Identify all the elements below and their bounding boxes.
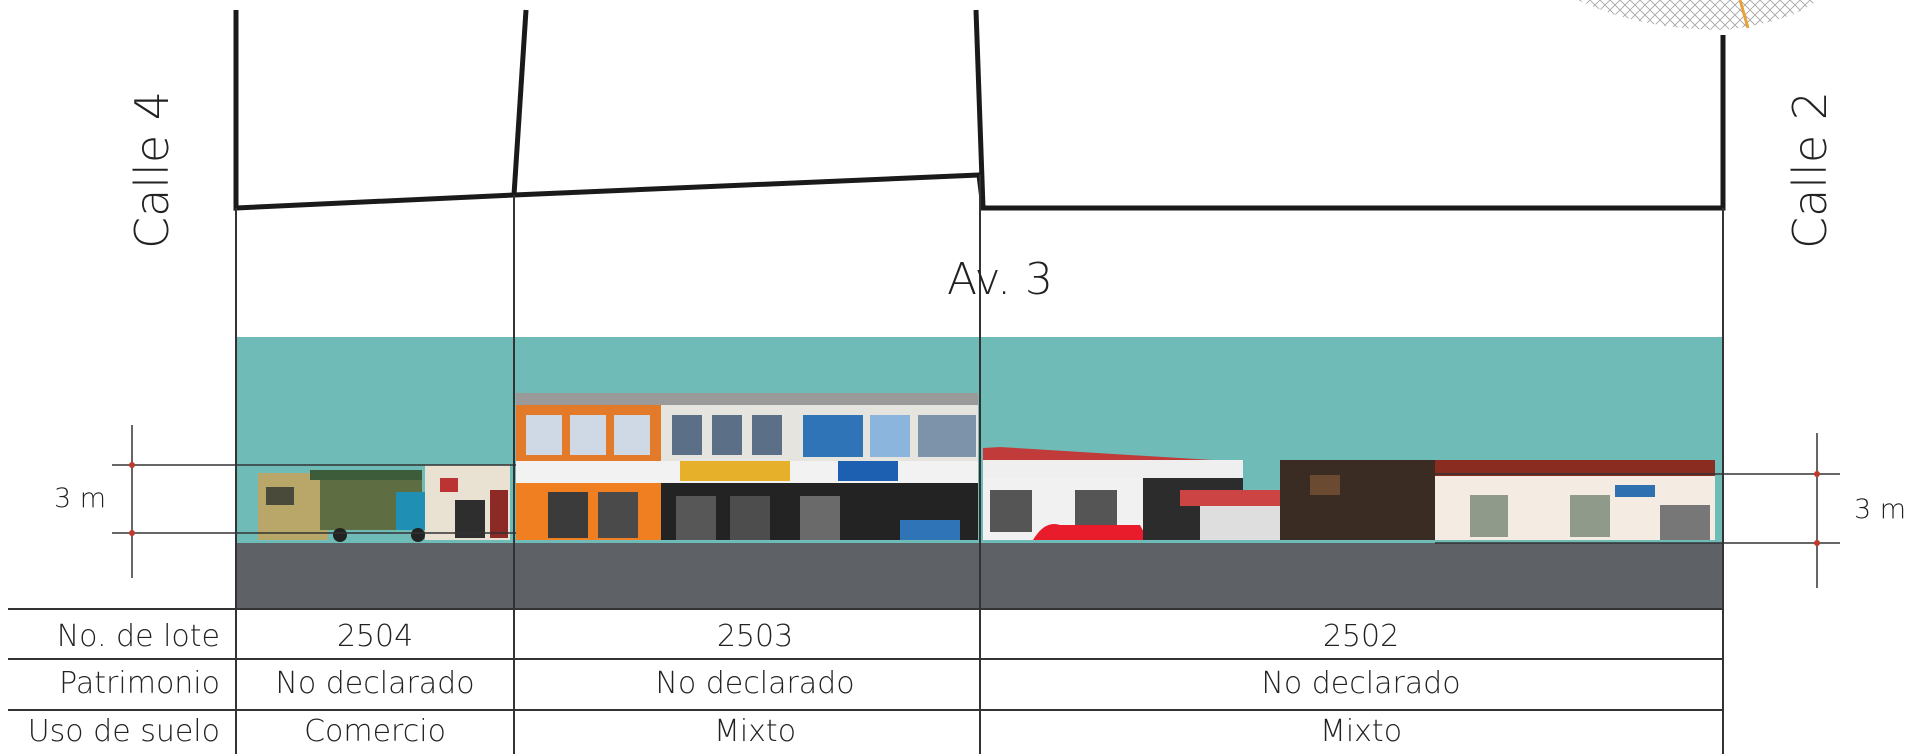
cell-uso-2502: Mixto bbox=[1320, 714, 1402, 749]
scale-label-left: 3 m bbox=[54, 483, 106, 514]
scale-marker-left bbox=[112, 425, 516, 578]
cell-patrimonio-2504: No declarado bbox=[275, 666, 474, 701]
street-label-right: Calle 2 bbox=[1783, 91, 1837, 249]
cell-uso-2504: Comercio bbox=[304, 714, 446, 749]
location-map-fragment bbox=[1578, 0, 1818, 30]
row-label-uso: Uso de suelo bbox=[28, 714, 220, 749]
cell-lote-2503: 2503 bbox=[717, 619, 793, 654]
facade-lot-2504 bbox=[258, 465, 510, 542]
row-label-patrimonio: Patrimonio bbox=[59, 666, 220, 701]
cell-patrimonio-2502: No declarado bbox=[1261, 666, 1460, 701]
table-grid bbox=[8, 608, 1723, 711]
lot-dividers bbox=[235, 175, 1724, 754]
facade-lot-2503 bbox=[516, 393, 978, 540]
cell-lote-2504: 2504 bbox=[337, 619, 413, 654]
scale-marker-right bbox=[1435, 433, 1840, 588]
avenue-label: Av. 3 bbox=[947, 254, 1053, 305]
cell-lote-2502: 2502 bbox=[1323, 619, 1399, 654]
street-label-left: Calle 4 bbox=[125, 91, 179, 249]
cell-patrimonio-2503: No declarado bbox=[655, 666, 854, 701]
row-label-lote: No. de lote bbox=[57, 619, 220, 654]
cell-uso-2503: Mixto bbox=[714, 714, 796, 749]
scale-label-right: 3 m bbox=[1854, 494, 1906, 525]
facade-lot-2502 bbox=[983, 447, 1715, 540]
